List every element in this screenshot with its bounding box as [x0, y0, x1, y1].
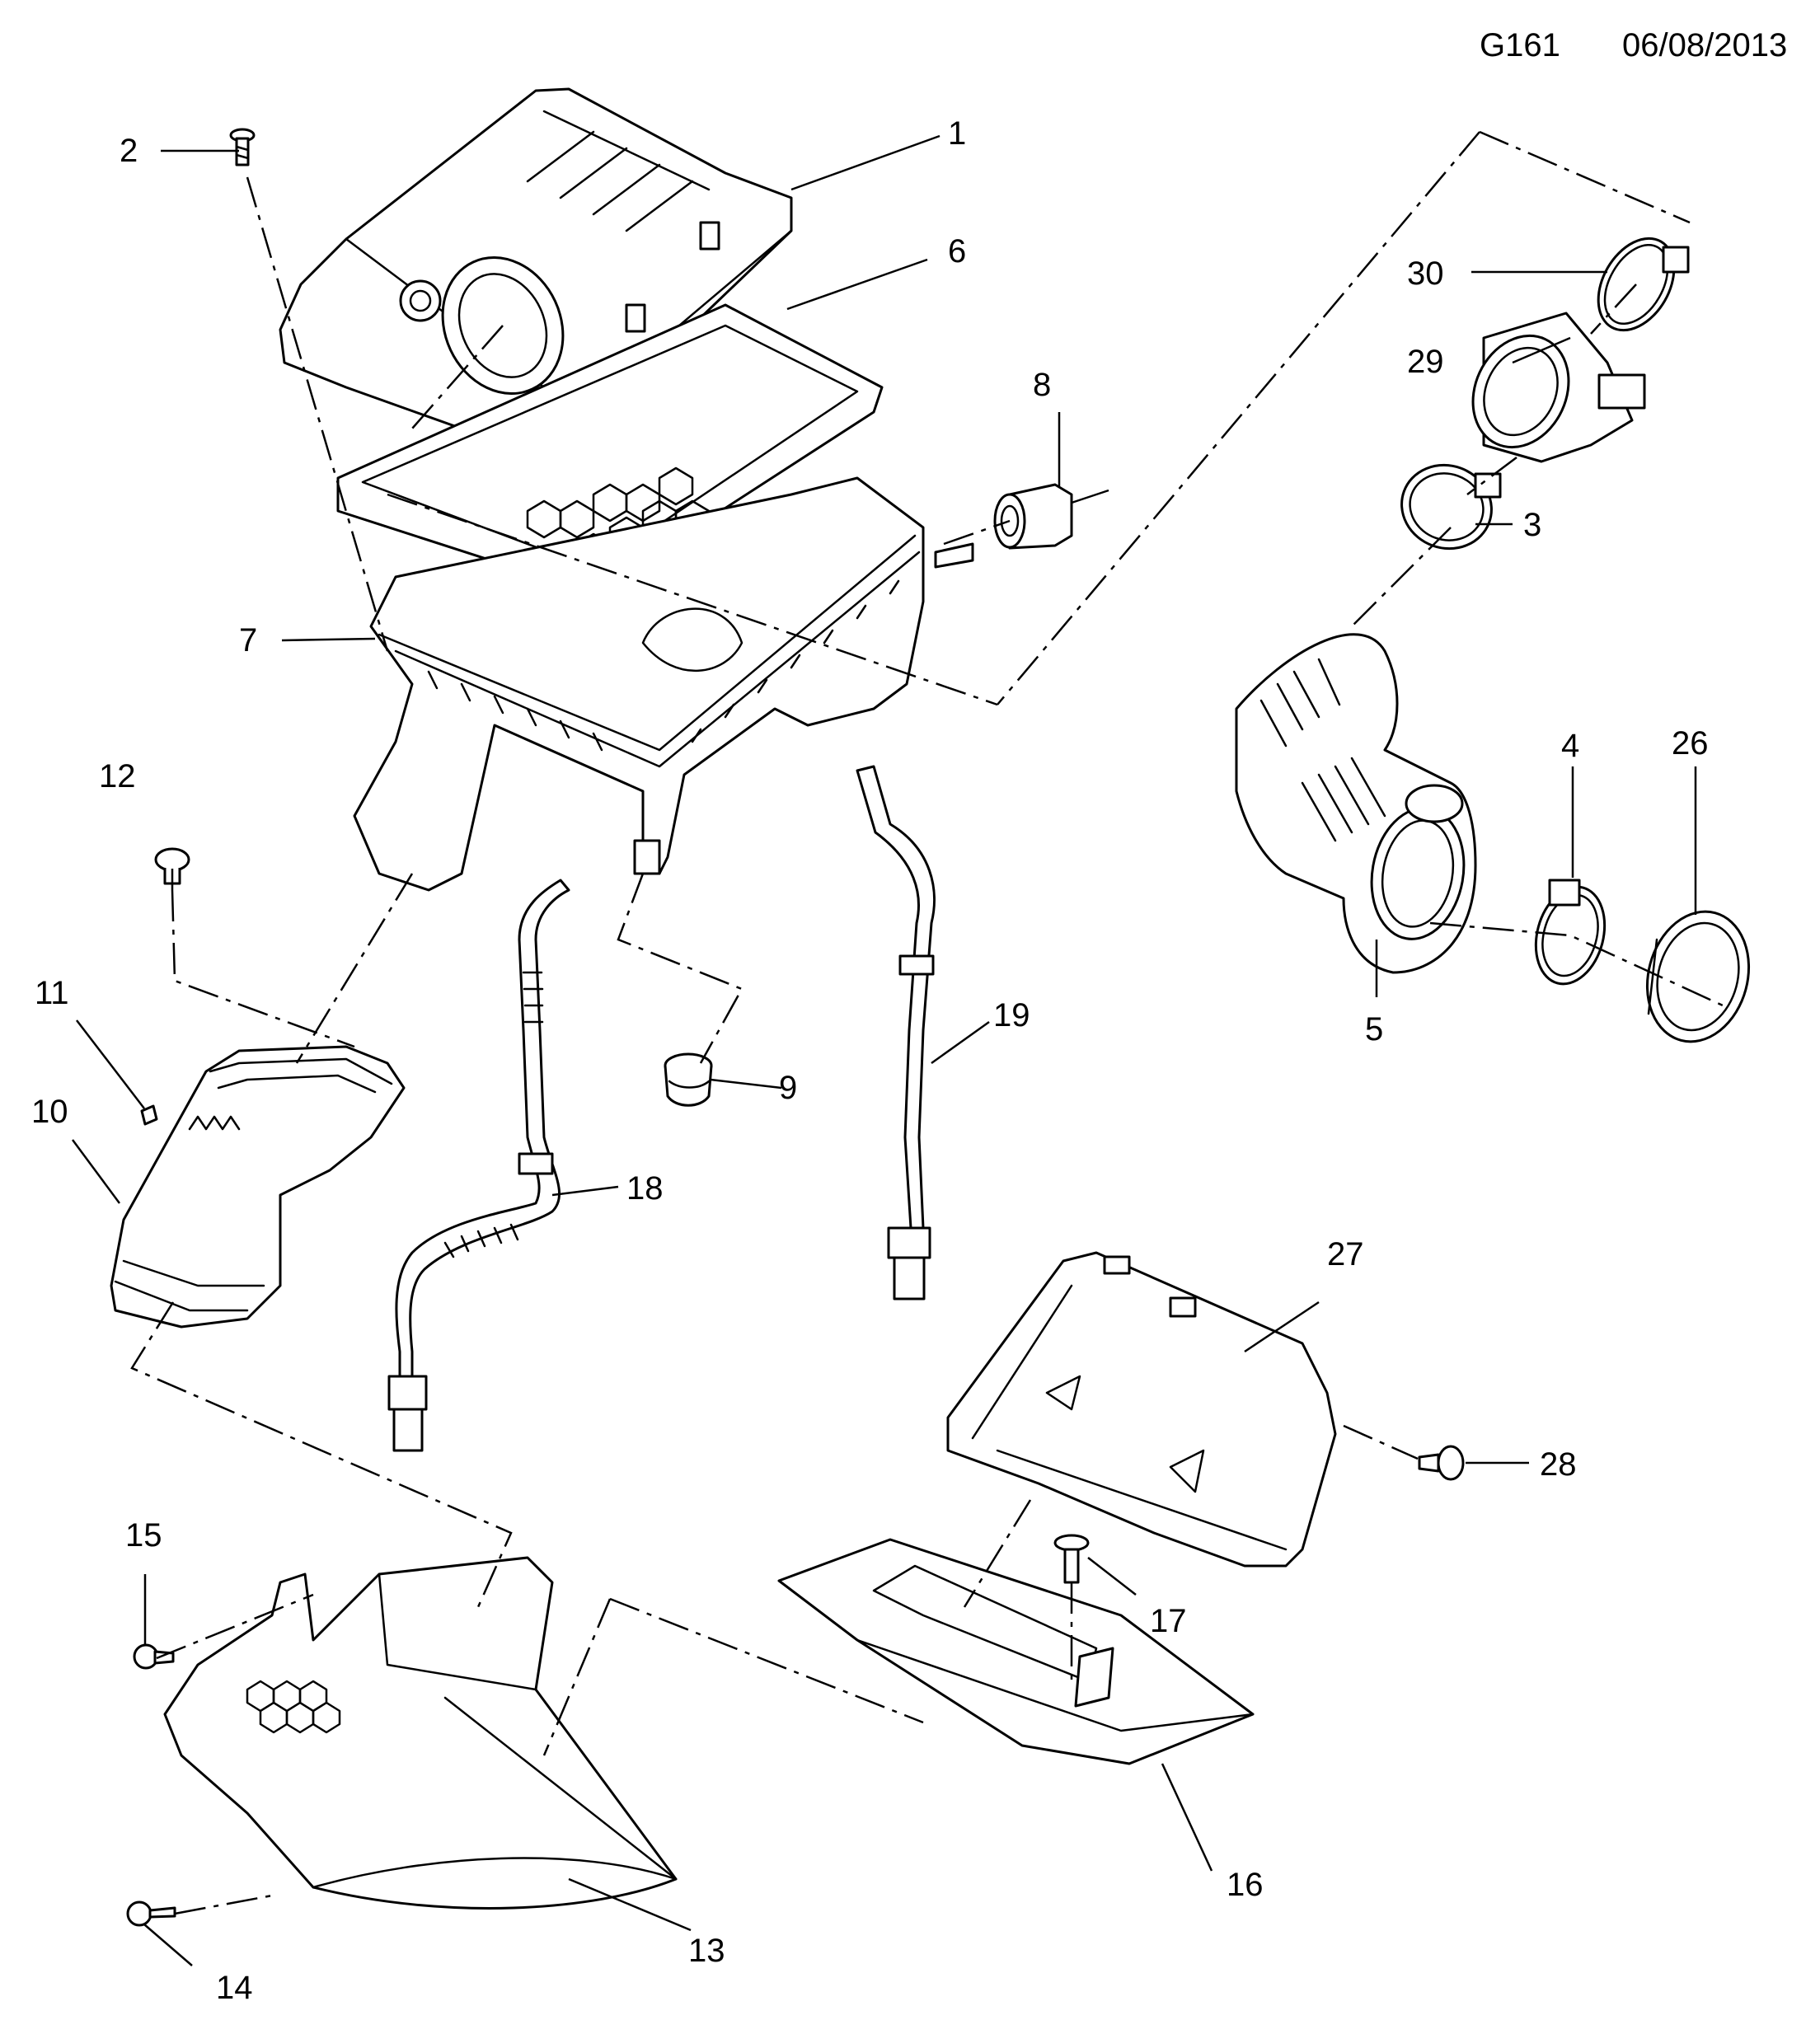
- push-clip-part-28: [1418, 1445, 1465, 1481]
- callout-11: 11: [35, 975, 69, 1011]
- callout-5: 5: [1365, 1011, 1383, 1047]
- callout-4: 4: [1561, 728, 1579, 764]
- callout-15: 15: [125, 1517, 162, 1554]
- clamp-part-4: [1534, 879, 1607, 986]
- assembly-lines: [130, 130, 1724, 1915]
- hose-part-19: [856, 765, 936, 1301]
- heat-shield-part-27: [946, 1251, 1337, 1568]
- hose-part-18: [387, 879, 570, 1452]
- mass-air-flow-sensor: [1471, 312, 1646, 463]
- screw-part-14: [126, 1900, 176, 1927]
- callout-19: 19: [993, 997, 1030, 1033]
- air-intake-duct: [110, 1045, 406, 1329]
- air-cleaner-housing: [353, 476, 925, 892]
- callout-numbers: 1 2 3 4 5 6 7 8 9 10 11 12 13 14 15 16 1…: [31, 115, 1709, 2006]
- callout-12: 12: [99, 758, 136, 794]
- push-clip-part-15: [133, 1643, 175, 1670]
- callout-26: 26: [1672, 725, 1709, 762]
- callout-28: 28: [1540, 1446, 1577, 1483]
- callout-16: 16: [1227, 1867, 1264, 1903]
- grommet-part-9: [664, 1052, 713, 1107]
- clamp-part-3: [1400, 463, 1502, 551]
- diagram-code: G161: [1480, 27, 1560, 63]
- lower-air-duct: [163, 1556, 678, 1910]
- callout-8: 8: [1033, 367, 1051, 403]
- callout-18: 18: [626, 1170, 664, 1207]
- callout-2: 2: [120, 133, 138, 169]
- callout-13: 13: [688, 1933, 725, 1969]
- push-clip-part-17: [1053, 1534, 1090, 1584]
- air-deflector-part-16: [777, 1538, 1255, 1765]
- callout-3: 3: [1523, 507, 1541, 543]
- callout-14: 14: [216, 1970, 253, 2006]
- leader-lines: [71, 134, 1697, 1966]
- callout-9: 9: [779, 1070, 797, 1106]
- seal-ring-part-26: [1645, 910, 1751, 1043]
- screw-part-2: [229, 128, 256, 166]
- callout-29: 29: [1407, 344, 1444, 380]
- callout-17: 17: [1150, 1603, 1187, 1639]
- callout-7: 7: [239, 622, 257, 658]
- callout-30: 30: [1407, 255, 1444, 292]
- callout-27: 27: [1327, 1236, 1364, 1272]
- grommet-part-8: [934, 483, 1073, 569]
- callout-6: 6: [948, 233, 966, 269]
- callout-1: 1: [948, 115, 966, 152]
- callout-10: 10: [31, 1094, 68, 1130]
- diagram-date: 06/08/2013: [1622, 27, 1787, 63]
- air-intake-hose: [1235, 633, 1477, 974]
